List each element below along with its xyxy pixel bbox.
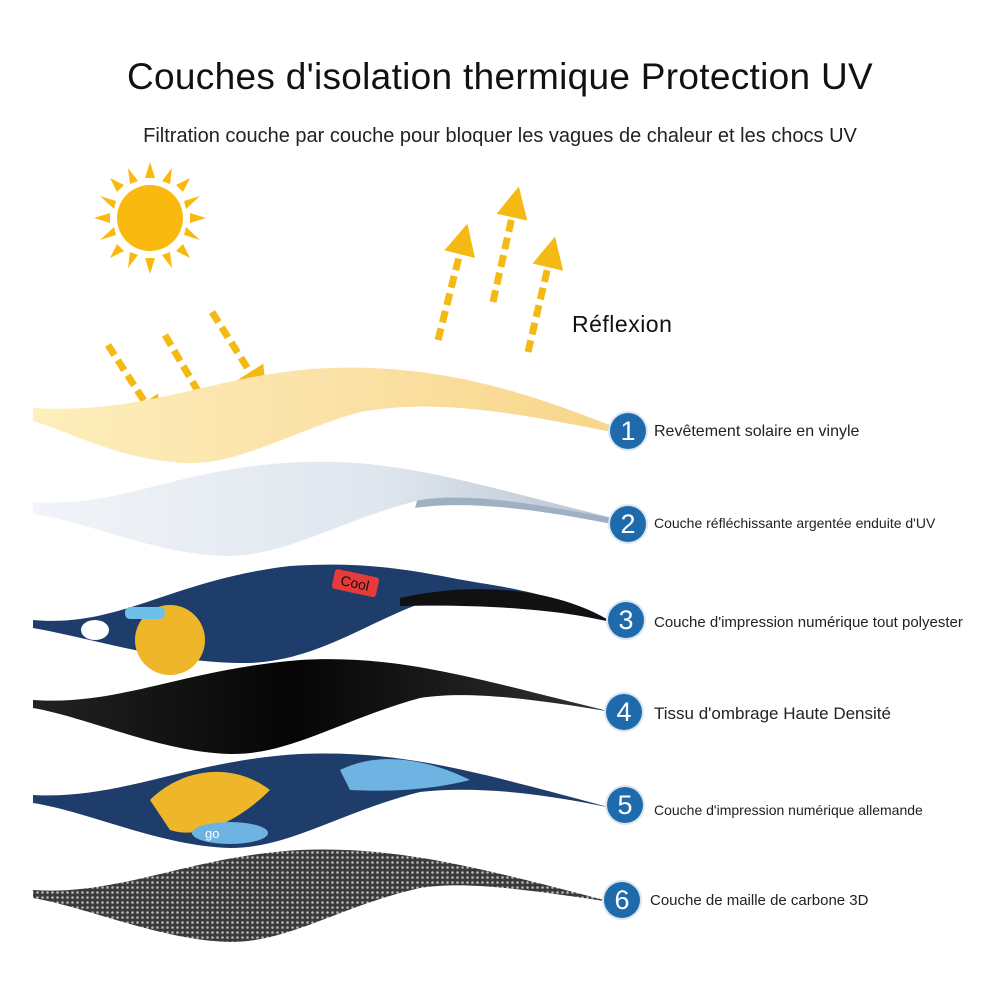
- layer-5-badge: 5: [607, 787, 643, 823]
- layer-4-shade-fabric: [33, 659, 612, 755]
- layer-3-badge: 3: [608, 602, 644, 638]
- up-arrow-icon: [524, 236, 564, 353]
- reflection-label: Réflexion: [572, 311, 673, 337]
- print-cool-sign: Cool: [331, 569, 380, 598]
- layer-2-label: Couche réfléchissante argentée enduite d…: [654, 515, 936, 531]
- layer-1-badge: 1: [610, 413, 646, 449]
- layer-1-label: Revêtement solaire en vinyle: [654, 423, 860, 440]
- svg-text:Cool: Cool: [339, 572, 370, 594]
- sun-icon: [94, 162, 206, 274]
- down-arrow-icon: [105, 343, 162, 429]
- layer-3-print: [33, 564, 612, 664]
- print-skateboard: [192, 822, 268, 844]
- up-arrow-icon: [434, 223, 475, 341]
- layer-6-carbon-mesh: [33, 849, 612, 942]
- page-title: Couches d'isolation thermique Protection…: [127, 56, 873, 97]
- layer-3-label: Couche d'impression numérique tout polye…: [654, 614, 963, 631]
- down-arrow-icon: [209, 310, 267, 399]
- print-shape: [340, 759, 470, 791]
- layer-4-badge: 4: [606, 694, 642, 730]
- layer-4-label: Tissu d'ombrage Haute Densité: [654, 704, 891, 723]
- layer-1-vinyl: [33, 367, 612, 464]
- print-character: [135, 605, 205, 675]
- layer-2-silver-underside: [415, 490, 612, 524]
- print-sunglasses: [125, 607, 165, 619]
- up-arrow-icon: [489, 186, 528, 303]
- page-subtitle: Filtration couche par couche pour bloque…: [143, 125, 857, 147]
- print-character: [150, 771, 270, 833]
- svg-text:go: go: [205, 826, 219, 841]
- layer-6-badge: 6: [604, 882, 640, 918]
- layer-2-silver: [33, 461, 612, 557]
- layer-3-black-tail: [400, 589, 612, 622]
- print-eye: [81, 620, 109, 640]
- layer-5-label: Couche d'impression numérique allemande: [654, 802, 923, 818]
- layer-2-badge: 2: [610, 506, 646, 542]
- layer-6-label: Couche de maille de carbone 3D: [650, 892, 869, 909]
- reflected-arrows: [434, 186, 564, 353]
- layer-5-print: [33, 753, 612, 848]
